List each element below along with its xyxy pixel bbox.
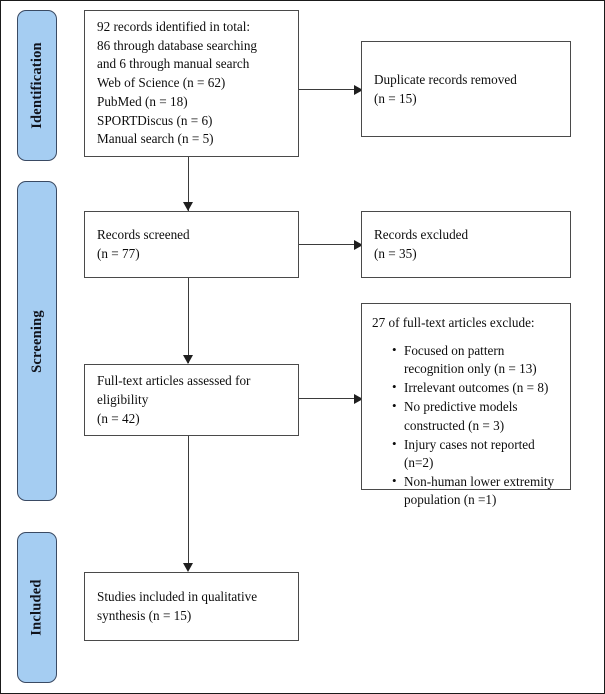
box-line: Full-text articles assessed for [97,373,251,389]
stage-label-included: Included [28,579,45,636]
arrowhead-fulltext-to-excluded [354,393,363,404]
arrowhead-fulltext-to-included [183,563,193,572]
box-fulltext-assessed: Full-text articles assessed for eligibil… [84,364,299,436]
box-fulltext-exclusion-reasons: 27 of full-text articles exclude: Focuse… [361,303,571,507]
box-line: (n = 15) [374,90,417,106]
stage-pill-screening: Screening [17,181,57,501]
box-studies-included: Studies included in qualitative synthesi… [84,572,299,641]
box-records-excluded: Records excluded (n = 35) [361,211,571,278]
box-line: Web of Science (n = 62) [97,75,226,91]
arrowhead-identified-to-screened [183,202,193,211]
box-line: eligibility [97,392,149,408]
box-line: SPORTDiscus (n = 6) [97,112,213,128]
box-records-identified: 92 records identified in total: 86 throu… [84,10,299,157]
connector-fulltext-to-excluded [299,398,355,400]
box-line: Manual search (n = 5) [97,131,214,147]
box-line: 86 through database searching [97,37,258,53]
connector-identified-to-duplicates [299,89,355,91]
connector-screened-to-fulltext [188,278,190,363]
stage-pill-included: Included [17,532,57,683]
exclusion-reason-list: Focused on pattern recognition only (n =… [372,341,562,510]
list-item: Injury cases not reported (n=2) [392,435,562,472]
arrowhead-identified-to-duplicates [354,84,363,95]
box-line: Records screened [97,227,190,243]
list-item: Non-human lower extremity population (n … [392,472,562,509]
connector-fulltext-to-included [188,436,190,564]
box-line: Duplicate records removed [374,71,517,87]
box-line: Records excluded [374,227,469,243]
arrowhead-screened-to-fulltext [183,355,193,364]
stage-label-identification: Identification [28,42,45,129]
box-line: and 6 through manual search [97,56,250,72]
exclusion-heading: 27 of full-text articles exclude: [372,315,535,330]
box-duplicate-records-removed: Duplicate records removed (n = 15) [361,41,571,137]
arrowhead-screened-to-excluded [354,239,363,250]
list-item: Irrelevant outcomes (n = 8) [392,378,562,397]
box-line: 92 records identified in total: [97,19,251,34]
connector-screened-to-excluded [299,244,355,246]
connector-identified-to-screened [188,157,190,211]
box-records-screened: Records screened (n = 77) [84,211,299,278]
box-line: Studies included in qualitative [97,589,258,605]
list-item: No predictive models constructed (n = 3) [392,397,562,434]
box-line: synthesis (n = 15) [97,608,192,623]
stage-pill-identification: Identification [17,10,57,161]
box-line: (n = 42) [97,410,140,426]
box-line: (n = 35) [374,246,417,261]
box-line: (n = 77) [97,246,140,261]
box-line: PubMed (n = 18) [97,93,188,109]
stage-label-screening: Screening [28,309,45,373]
list-item: Focused on pattern recognition only (n =… [392,341,562,378]
